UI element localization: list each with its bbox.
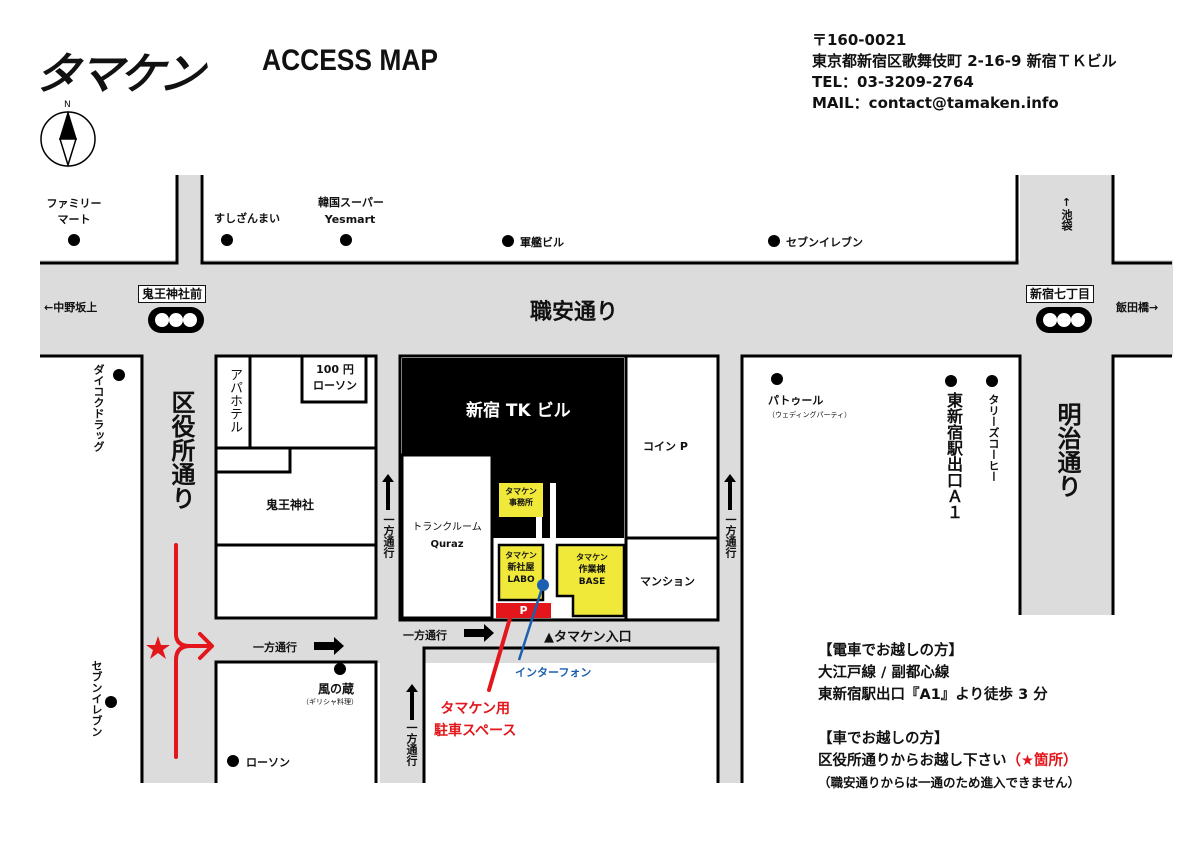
address-block: 〒160-0021 東京都新宿区歌舞伎町 2-16-9 新宿ＴＫビル TEL：0… — [812, 30, 1117, 114]
landmark-seven-top: セブンイレブン — [786, 236, 863, 249]
landmark-familymart: ファミリー マート — [46, 197, 102, 226]
postal-code: 〒160-0021 — [812, 31, 907, 49]
email[interactable]: MAIL：contact@tamaken.info — [812, 94, 1059, 112]
landmark-kazenokura-sub: （ギリシャ料理） — [302, 698, 358, 706]
tamaken-entrance: ▲タマケン入口 — [544, 630, 632, 645]
road-meiji: 明治通り — [1053, 402, 1081, 498]
landmark-sushizanmai: すしざんまい — [214, 212, 280, 225]
intersection-kiou-jinja-mae: 鬼王神社前 — [138, 285, 207, 303]
oneway-label-3: 一方通行 — [405, 722, 418, 766]
road-shokuan: 職安通り — [530, 300, 619, 325]
station-exit-a1: 東新宿駅出口Ａ１ — [944, 392, 963, 520]
direction-ikebukuro: ↑池袋 — [1060, 196, 1073, 231]
tamaken-logo: タマケン — [31, 49, 206, 100]
road-kuyakusho: 区役所通り — [167, 390, 195, 510]
oneway-label-1: 一方通行 — [382, 514, 395, 558]
train-heading: 【電車でお越しの方】 — [818, 643, 963, 659]
landmark-100yen-lawson: 100 円 ローソン — [313, 363, 357, 392]
car-warning: （職安通りからは一通のため進入できません） — [818, 775, 1081, 790]
landmark-gunkan: 軍艦ビル — [520, 236, 564, 249]
landmark-kazenokura: 風の蔵 — [318, 682, 355, 696]
car-heading: 【車でお越しの方】 — [818, 731, 949, 747]
tk-building: 新宿 TK ビル — [466, 401, 571, 421]
landmark-lawson: ローソン — [246, 756, 290, 769]
tamaken-labo: タマケン 新社屋 LABO — [505, 551, 537, 585]
intercom-label: インターフォン — [515, 666, 592, 679]
landmark-tullys: タリーズコーヒー — [987, 394, 1000, 482]
landmark-korean-super: 韓国スーパー Yesmart — [318, 196, 384, 226]
tamaken-parking-p: P — [519, 604, 528, 617]
landmark-trunk-room: トランクルーム Quraz — [412, 522, 482, 550]
parking-space-label: タマケン用 駐車スペース — [434, 701, 517, 739]
intersection-shinjuku-7chome: 新宿七丁目 — [1026, 285, 1095, 303]
direction-nakanosakaue: ←中野坂上 — [44, 301, 98, 314]
landmark-patoule: パトゥール — [768, 394, 824, 407]
landmark-seven-bottom: セブンイレブン — [90, 660, 103, 737]
tamaken-office: タマケン 事務所 — [505, 487, 537, 507]
landmark-apa-hotel: アパホテル — [227, 368, 242, 433]
oneway-label-2: 一方通行 — [724, 514, 737, 558]
landmark-kiou-jinja: 鬼王神社 — [266, 498, 315, 512]
car-star-note: （★箇所） — [1006, 753, 1078, 769]
address: 東京都新宿区歌舞伎町 2-16-9 新宿ＴＫビル — [812, 52, 1117, 70]
oneway-label-5: 一方通行 — [403, 629, 447, 642]
page-title: ACCESS MAP — [262, 44, 439, 77]
landmark-daikoku-drug: ダイコクドラッグ — [92, 364, 105, 452]
phone[interactable]: TEL：03-3209-2764 — [812, 73, 974, 91]
oneway-label-4: 一方通行 — [253, 641, 297, 654]
access-info: 【電車でお越しの方】 大江戸線 / 副都心線 東新宿駅出口『A1』より徒歩 3 … — [818, 640, 1080, 794]
tamaken-base: タマケン 作業棟 BASE — [576, 553, 608, 587]
train-line: 大江戸線 / 副都心線 — [818, 665, 950, 681]
landmark-mansion: マンション — [640, 575, 695, 588]
compass-north-label: N — [64, 100, 71, 110]
landmark-patoule-sub: （ウェディングパーティ） — [768, 411, 852, 419]
train-exit: 東新宿駅出口『A1』より徒歩 3 分 — [818, 687, 1048, 703]
car-instruction: 区役所通りからお越し下さい（★箇所） — [818, 753, 1078, 769]
landmark-coin-parking: コイン P — [643, 440, 688, 453]
direction-iidabashi: 飯田橋→ — [1116, 301, 1159, 314]
